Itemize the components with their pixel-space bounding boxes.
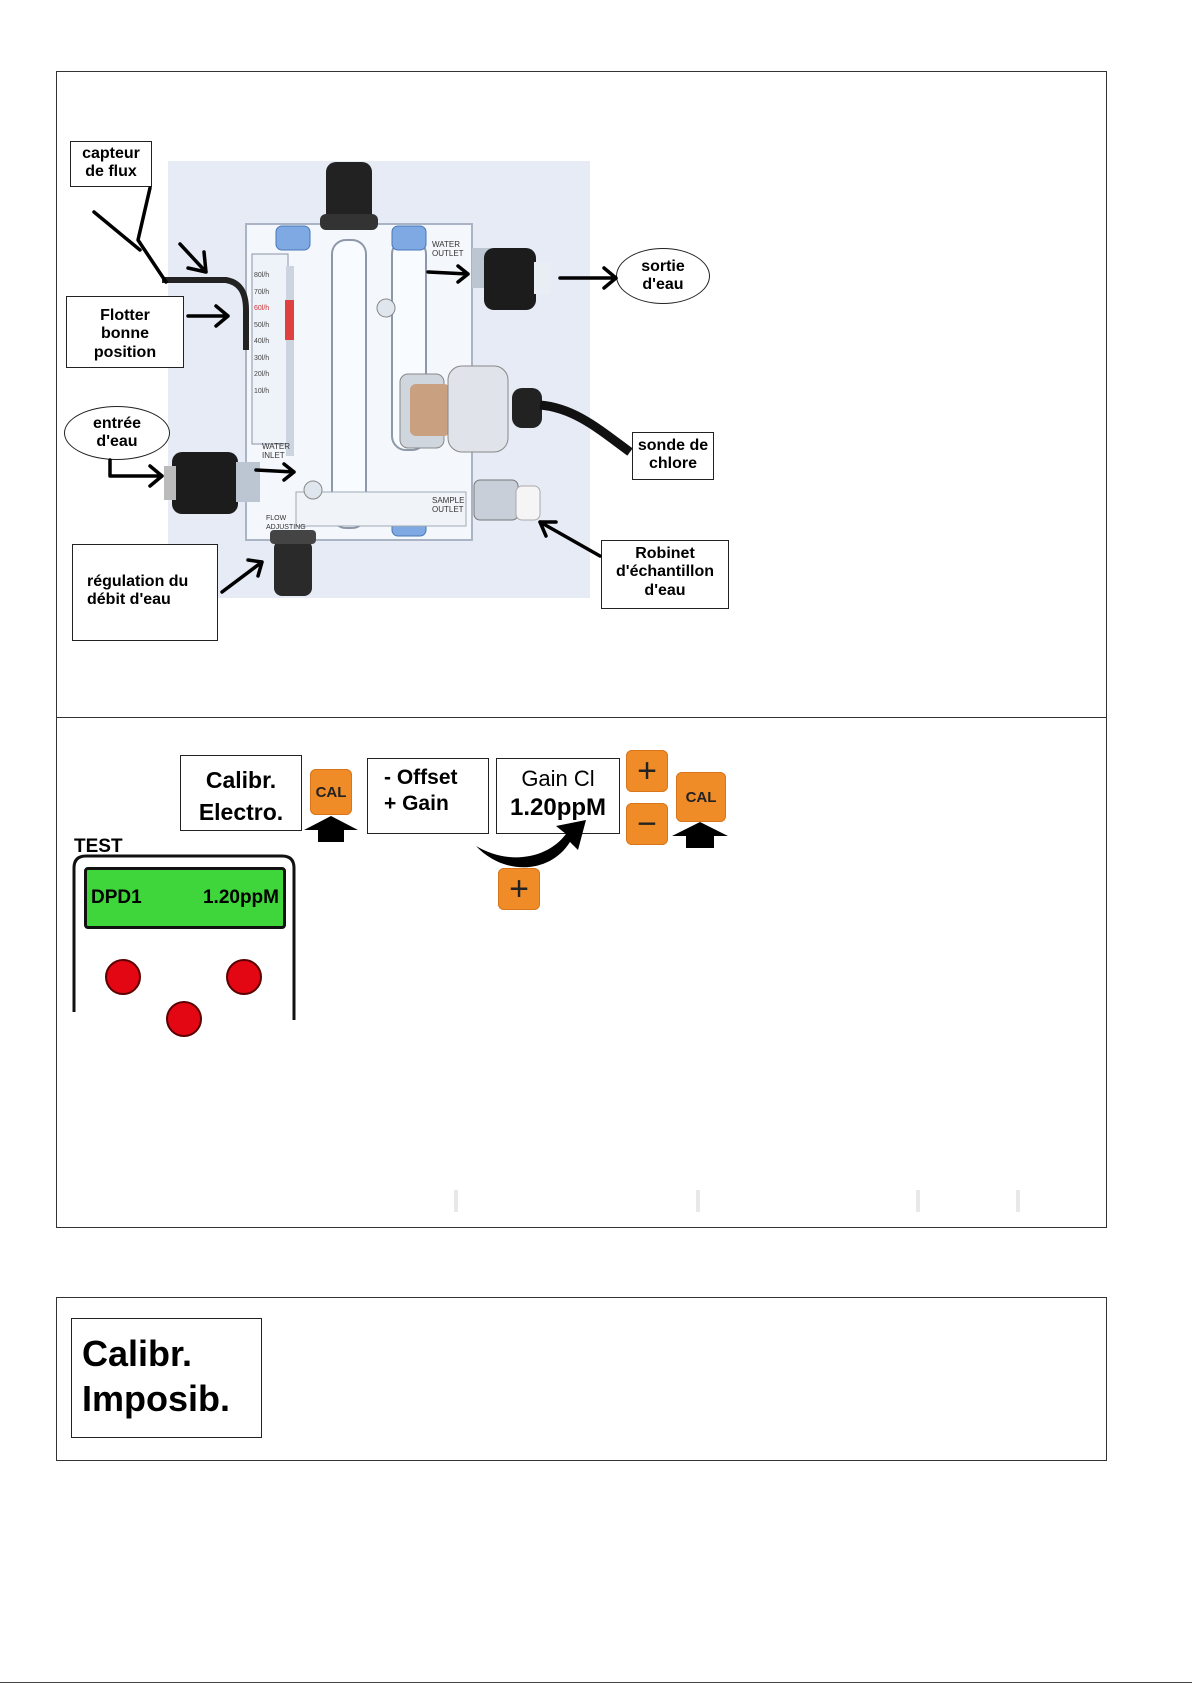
- arrow-capteur-flux-2: [92, 210, 142, 252]
- curved-arrow: [476, 820, 586, 868]
- scale-label: 50l/h: [254, 321, 270, 329]
- arrow-sortie-eau: [558, 266, 618, 290]
- display-offset-gain: - Offset + Gain: [367, 758, 489, 834]
- display-calibr-electro: Calibr. Electro.: [180, 755, 302, 831]
- page-bottom-rule: [0, 1682, 1192, 1683]
- decorative-mark: [916, 1190, 920, 1212]
- label-capteur-flux-text: capteur de flux: [82, 145, 140, 181]
- label-entree-eau: entrée d'eau: [64, 406, 170, 460]
- up-arrow-cal: [304, 816, 358, 842]
- water-outlet-text: WATER OUTLET: [432, 240, 464, 258]
- diagram-panel-error: [56, 1297, 1107, 1461]
- label-robinet-text: Robinet d'échantillon d'eau: [615, 545, 715, 599]
- lcd-left-text: DPD1: [91, 887, 142, 908]
- plus-button[interactable]: +: [626, 750, 668, 792]
- arrow-flotter: [186, 304, 230, 328]
- minus-button-label: −: [637, 804, 657, 843]
- cal-button-confirm-label: CAL: [685, 788, 717, 806]
- arrow-regulation: [220, 558, 264, 594]
- label-flotter: Flotter bonne position: [66, 296, 184, 368]
- label-flotter-text: Flotter bonne position: [93, 307, 157, 361]
- label-entree-eau-text: entrée d'eau: [92, 414, 142, 450]
- flow-adjusting-text: FLOW ADJUSTING: [266, 515, 306, 531]
- scale-label: 60l/h: [254, 305, 270, 312]
- display-calibr-electro-text: Calibr. Electro.: [198, 767, 284, 826]
- label-regulation: régulation du débit d'eau: [72, 544, 218, 641]
- test-device-button-right[interactable]: [226, 959, 262, 995]
- decorative-mark: [1016, 1190, 1020, 1212]
- plus-button-label: +: [637, 751, 657, 790]
- display-gain-cl-value: 1.20ppM: [509, 793, 607, 821]
- up-arrow-cal-confirm: [672, 822, 728, 848]
- test-device-lcd: DPD1 1.20ppM: [84, 867, 286, 929]
- display-offset-gain-text: - Offset + Gain: [384, 766, 458, 816]
- label-sonde-chlore-text: sonde de chlore: [637, 437, 709, 473]
- label-regulation-text: régulation du débit d'eau: [87, 573, 189, 609]
- test-device-button-left[interactable]: [105, 959, 141, 995]
- label-capteur-flux: capteur de flux: [70, 141, 152, 187]
- arrow-capteur-flux-head: [178, 242, 208, 274]
- scale-labels: 80l/h 70l/h 60l/h 50l/h 40l/h 30l/h 20l/…: [254, 268, 269, 400]
- label-sortie-eau-text: sortie d'eau: [641, 257, 685, 293]
- label-robinet: Robinet d'échantillon d'eau: [601, 540, 729, 609]
- display-gain-cl-title: Gain Cl: [521, 766, 595, 791]
- arrow-inlet-flow: [254, 462, 296, 482]
- scale-label: 70l/h: [254, 288, 270, 296]
- label-sortie-eau: sortie d'eau: [616, 248, 710, 304]
- plus-button-lower-label: +: [509, 869, 529, 908]
- minus-button[interactable]: −: [626, 803, 668, 845]
- scale-label: 10l/h: [254, 387, 270, 395]
- scale-label: 80l/h: [254, 272, 270, 279]
- test-label: TEST: [74, 836, 123, 857]
- display-calibr-imposib: Calibr. Imposib.: [71, 1318, 262, 1438]
- cal-button-confirm[interactable]: CAL: [676, 772, 726, 822]
- scale-label: 20l/h: [254, 371, 270, 378]
- scale-label: 30l/h: [254, 354, 270, 362]
- test-device-button-bottom[interactable]: [166, 1001, 202, 1037]
- display-calibr-imposib-text: Calibr. Imposib.: [82, 1333, 231, 1419]
- decorative-mark: [454, 1190, 458, 1212]
- diagram-panel-calibration: [56, 717, 1107, 1228]
- plus-button-lower[interactable]: +: [498, 868, 540, 910]
- sample-outlet-text: SAMPLE OUTLET: [432, 496, 465, 514]
- lcd-right-text: 1.20ppM: [202, 887, 279, 908]
- water-inlet-text: WATER INLET: [262, 442, 290, 460]
- decorative-mark: [696, 1190, 700, 1212]
- arrow-entree-eau: [108, 458, 164, 488]
- cal-button-label: CAL: [315, 783, 347, 801]
- arrow-capteur-flux: [136, 186, 168, 284]
- arrow-robinet: [538, 520, 602, 558]
- cal-button[interactable]: CAL: [310, 769, 352, 815]
- display-gain-cl: Gain Cl 1.20ppM: [496, 758, 620, 834]
- label-sonde-chlore: sonde de chlore: [632, 432, 714, 480]
- scale-label: 40l/h: [254, 338, 270, 345]
- arrow-outlet-flow: [426, 264, 470, 284]
